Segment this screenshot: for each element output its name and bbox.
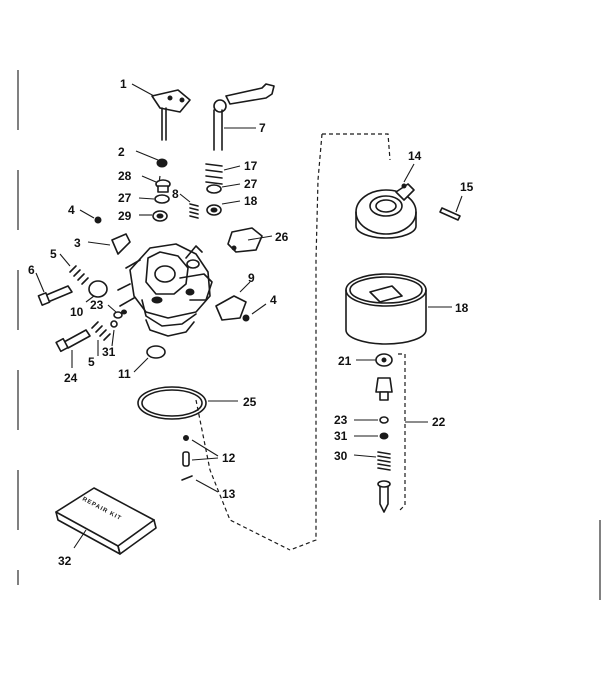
- part-1-throttle-shaft: [131, 83, 191, 141]
- label-7: 7: [259, 121, 266, 135]
- label-28: 28: [118, 169, 132, 183]
- label-26: 26: [275, 230, 289, 244]
- label-9: 9: [248, 271, 255, 285]
- label-14: 14: [408, 149, 422, 163]
- part-11-seal: [133, 345, 166, 373]
- part-6-idle-screw: [35, 272, 73, 306]
- label-24: 24: [64, 371, 78, 385]
- part-13-clip: [181, 475, 219, 493]
- part-32-repair-kit: REPAIR KIT: [55, 487, 157, 555]
- label-23-left: 23: [90, 298, 104, 312]
- label-15: 15: [460, 180, 474, 194]
- label-12: 12: [222, 451, 236, 465]
- part-5-spring-upper: [59, 253, 89, 285]
- label-8: 8: [172, 187, 179, 201]
- label-1: 1: [120, 77, 127, 91]
- part-22-nozzle-assembly: [353, 377, 428, 513]
- label-25: 25: [243, 395, 257, 409]
- border-marks: [17, 70, 601, 600]
- label-23-right: 23: [334, 413, 348, 427]
- label-10: 10: [70, 305, 84, 319]
- part-12-pins: [182, 435, 219, 467]
- label-17: 17: [244, 159, 258, 173]
- label-4-left: 4: [68, 203, 75, 217]
- label-5-upper: 5: [50, 247, 57, 261]
- label-22: 22: [432, 415, 446, 429]
- label-27-left: 27: [118, 191, 132, 205]
- part-7-choke-shaft: [213, 83, 275, 151]
- label-11: 11: [118, 367, 131, 381]
- label-3: 3: [74, 236, 81, 250]
- label-31-left: 31: [102, 345, 116, 359]
- label-4-right: 4: [270, 293, 277, 307]
- label-18-upper: 18: [244, 194, 258, 208]
- part-24-main-jet-screw: [55, 320, 118, 368]
- label-29: 29: [118, 209, 132, 223]
- label-30: 30: [334, 449, 348, 463]
- part-15-pin: [439, 195, 463, 221]
- part-4-screw-left: [79, 209, 102, 224]
- part-4-screw-right: [242, 303, 267, 322]
- part-9-choke-plate: [215, 281, 251, 321]
- label-2: 2: [118, 145, 125, 159]
- part-23-ring-left: [107, 304, 127, 319]
- part-8-spring: [179, 193, 199, 219]
- label-6: 6: [28, 263, 35, 277]
- part-21-washer: [356, 353, 393, 367]
- label-18-bowl: 18: [455, 301, 469, 315]
- carburetor-body: [117, 243, 213, 337]
- part-labels: 1 2 28 27 29 8 7 17 27 18 26 4 3 5 6 10 …: [28, 77, 474, 568]
- part-18-float-bowl: [345, 273, 452, 345]
- label-13: 13: [222, 487, 236, 501]
- part-26-fuel-fitting: [227, 227, 273, 253]
- label-21: 21: [338, 354, 352, 368]
- label-32: 32: [58, 554, 72, 568]
- part-25-gasket: [137, 386, 238, 420]
- label-27-right: 27: [244, 177, 258, 191]
- label-31-right: 31: [334, 429, 348, 443]
- part-10-plug: [85, 280, 108, 303]
- part-14-bowl-cover: [355, 163, 417, 239]
- part-17-spring-stack: [205, 163, 241, 216]
- part-3-plate: [87, 233, 131, 255]
- label-5-lower: 5: [88, 355, 95, 369]
- part-2-screw-stack: [135, 150, 171, 222]
